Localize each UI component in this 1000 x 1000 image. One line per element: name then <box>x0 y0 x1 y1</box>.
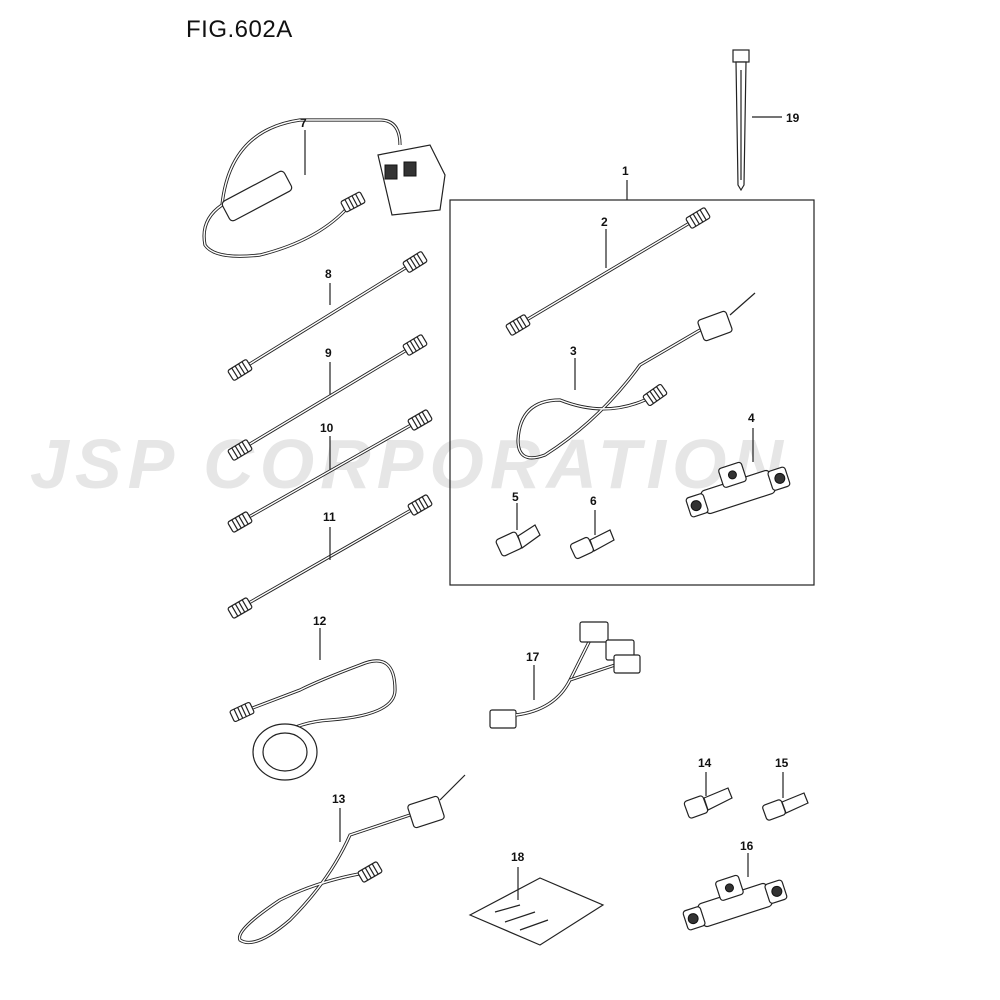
backbone-cable-part <box>504 206 712 337</box>
y-harness-part <box>489 621 641 729</box>
power-tap-cable-part <box>237 774 466 945</box>
callout-15: 15 <box>775 756 789 770</box>
kit-group-box <box>449 180 815 586</box>
callout-2: 2 <box>601 215 608 229</box>
callout-14: 14 <box>698 756 712 770</box>
callout-6: 6 <box>590 494 597 508</box>
extension-cable-9 <box>226 333 429 462</box>
figure-title: FIG.602A <box>186 16 293 43</box>
callout-10: 10 <box>320 421 334 435</box>
callout-17: 17 <box>526 650 540 664</box>
callout-16: 16 <box>740 839 754 853</box>
callout-labels: 1 2 3 4 5 6 7 8 9 10 11 12 13 14 15 16 1… <box>300 111 800 864</box>
callout-9: 9 <box>325 346 332 360</box>
terminator-part-15 <box>762 772 809 821</box>
t-connector-part-16 <box>676 853 789 934</box>
callout-3: 3 <box>570 344 577 358</box>
callout-11: 11 <box>323 510 336 524</box>
gps-antenna-part <box>228 628 397 781</box>
callout-1: 1 <box>622 164 629 178</box>
parts-bag-part <box>468 867 605 946</box>
callout-18: 18 <box>511 850 525 864</box>
callout-19: 19 <box>786 111 800 125</box>
callout-8: 8 <box>325 267 332 281</box>
callout-7: 7 <box>300 116 307 130</box>
callout-5: 5 <box>512 490 519 504</box>
terminator-part-14 <box>683 772 733 819</box>
power-cable-part <box>516 292 756 460</box>
extension-cable-11 <box>226 493 434 620</box>
terminator-part-6 <box>569 510 615 560</box>
extension-cable-8 <box>226 250 429 382</box>
sensor-cable-part <box>202 118 446 258</box>
extension-cable-10 <box>226 408 434 534</box>
callout-13: 13 <box>332 792 346 806</box>
callout-12: 12 <box>313 614 327 628</box>
watermark: JSP CORPORATION <box>30 425 789 503</box>
callout-4: 4 <box>748 411 755 425</box>
cable-tie-part <box>732 49 782 192</box>
terminator-part-5 <box>495 503 541 557</box>
t-connector-part-4 <box>679 428 792 521</box>
